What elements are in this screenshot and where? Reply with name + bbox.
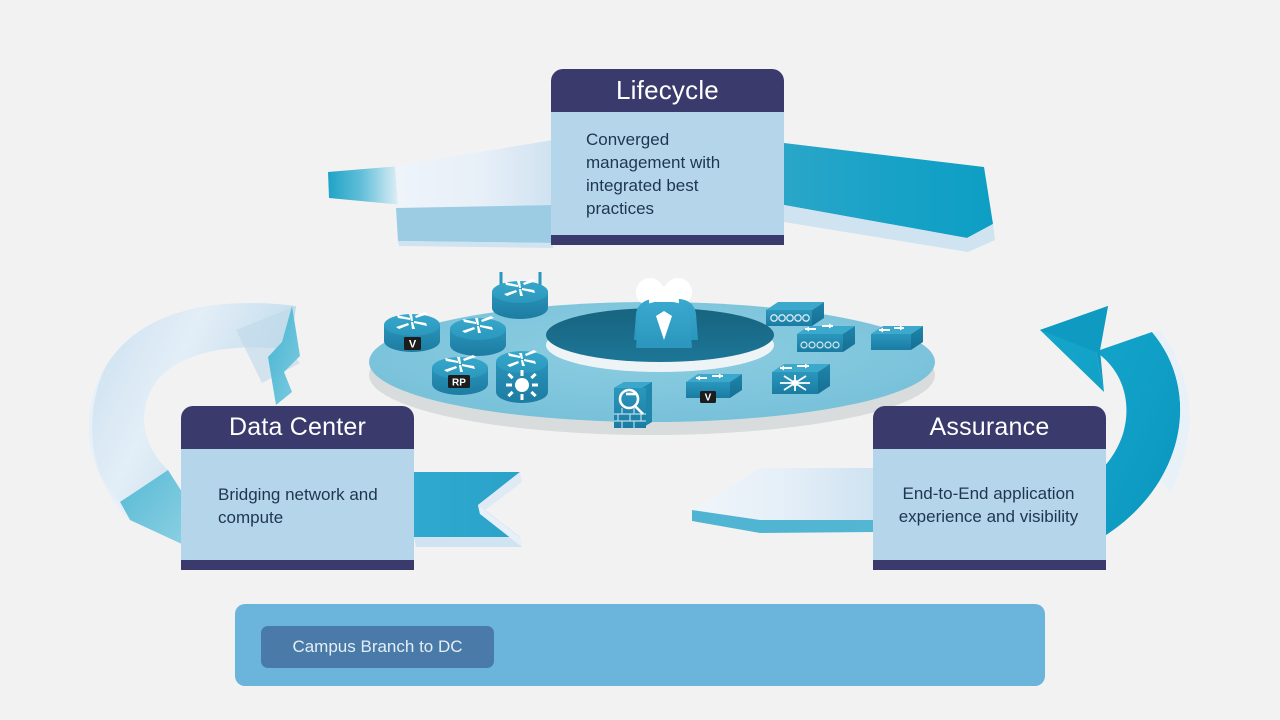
svg-text:V: V	[705, 393, 712, 404]
card-data-center-footer	[181, 560, 414, 570]
sun-glyph	[506, 370, 538, 400]
card-lifecycle-footer	[551, 235, 784, 245]
card-assurance[interactable]: Assurance End-to-End application experie…	[873, 406, 1106, 570]
core-switch-icon	[772, 363, 830, 394]
firewall-icon	[614, 382, 652, 428]
card-lifecycle-body: Converged management with integrated bes…	[551, 112, 784, 235]
svg-text:V: V	[409, 339, 417, 351]
card-assurance-footer	[873, 560, 1106, 570]
router-icon-voice-left: V	[384, 312, 440, 352]
card-data-center[interactable]: Data Center Bridging network and compute	[181, 406, 414, 570]
card-lifecycle[interactable]: Lifecycle Converged management with inte…	[551, 69, 784, 245]
arrow-bottom-right	[692, 468, 873, 533]
router-icon-rp: RP	[432, 355, 488, 395]
card-data-center-body: Bridging network and compute	[181, 449, 414, 560]
switch-badge	[700, 391, 716, 403]
workgroup-switch-icon	[797, 323, 855, 352]
card-data-center-title: Data Center	[181, 406, 414, 449]
router-icon-middle	[450, 316, 506, 356]
voice-switch-icon: V	[686, 373, 742, 404]
hub-icon	[766, 302, 824, 326]
arrow-bottom-left	[414, 472, 522, 547]
card-lifecycle-title: Lifecycle	[551, 69, 784, 112]
magnifier-glyph	[618, 388, 644, 415]
router-badge	[448, 375, 470, 388]
people-group-icon	[634, 278, 698, 348]
switch-arrows	[805, 323, 833, 332]
arrow-top-left	[328, 140, 553, 248]
multilayer-router-icon	[496, 350, 548, 403]
multilayer-switch-icon	[871, 325, 923, 350]
star-glyph	[780, 375, 810, 391]
campus-branch-bar[interactable]: Campus Branch to DC	[235, 604, 1045, 686]
wireless-router-icon	[492, 272, 548, 319]
svg-text:RP: RP	[452, 378, 466, 389]
arrow-left-curved	[89, 303, 300, 545]
arrow-top-right	[784, 143, 995, 252]
card-assurance-title: Assurance	[873, 406, 1106, 449]
brick-lines	[614, 408, 646, 428]
campus-branch-pill[interactable]: Campus Branch to DC	[261, 626, 494, 668]
router-badge	[404, 337, 421, 350]
campus-branch-pill-label: Campus Branch to DC	[292, 637, 463, 656]
card-assurance-body: End-to-End application experience and vi…	[873, 449, 1106, 560]
